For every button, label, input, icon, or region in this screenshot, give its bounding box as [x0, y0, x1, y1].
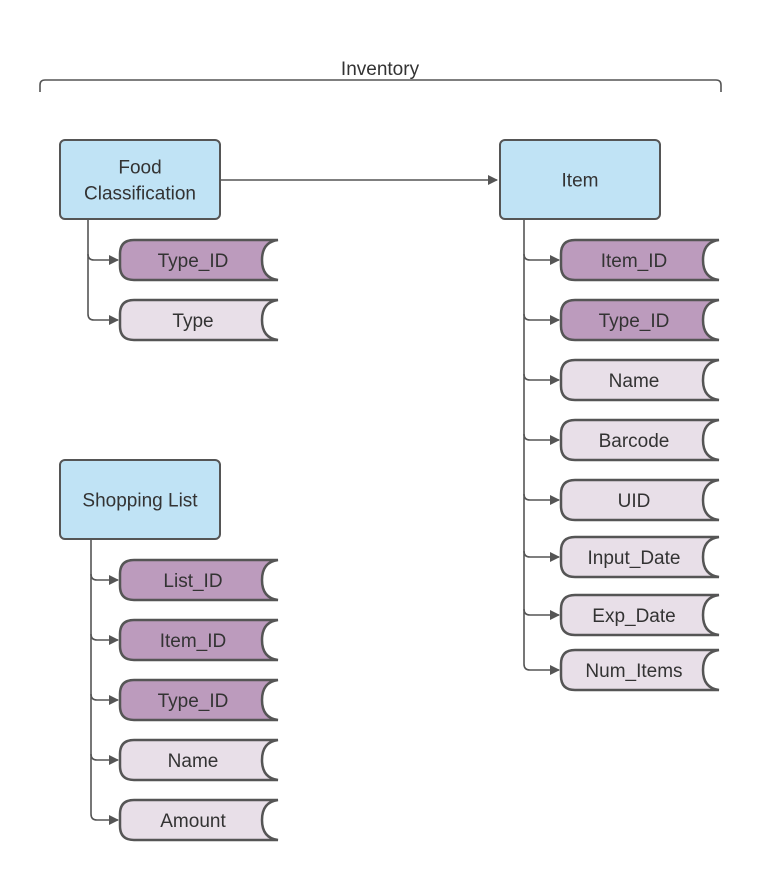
field-connector	[523, 608, 560, 620]
shopping-list-field-label: Type_ID	[158, 691, 229, 712]
shopping-list-field-shape	[118, 618, 279, 662]
item-field-shape	[559, 593, 720, 637]
shopping-list-field-shape	[118, 738, 279, 782]
item-field-shape	[559, 535, 720, 579]
food-classification-field-shape	[118, 238, 279, 282]
item-field-label: Type_ID	[599, 311, 670, 332]
item-field-label: Num_Items	[585, 661, 682, 682]
diagram-title: Inventory	[341, 59, 420, 80]
shopping-list-field-label: List_ID	[163, 571, 222, 592]
field-connector	[90, 693, 119, 705]
shopping-list-field-label: Name	[168, 751, 219, 772]
item-field-shape	[559, 238, 720, 282]
shopping-list-field-label: Item_ID	[160, 631, 227, 652]
field-connector	[90, 753, 119, 765]
field-connector	[90, 813, 119, 825]
food-classification-field-shape	[118, 298, 279, 342]
field-connector	[523, 550, 560, 562]
shopping-list-field-shape	[118, 558, 279, 602]
item-title: Item	[562, 171, 599, 192]
food-classification-title: Classification	[84, 184, 196, 205]
shopping-list-field-shape	[118, 798, 279, 842]
item-field-shape	[559, 418, 720, 462]
shopping-list-box	[59, 459, 221, 540]
field-connector	[523, 253, 560, 265]
shopping-list-field-label: Amount	[160, 811, 226, 832]
field-connector	[90, 633, 119, 645]
item-field-label: Input_Date	[588, 548, 681, 569]
field-connector	[523, 493, 560, 505]
item-field-label: Exp_Date	[592, 606, 675, 627]
item-field-label: Barcode	[599, 431, 670, 452]
field-connector	[87, 313, 119, 325]
item-field-shape	[559, 298, 720, 342]
shopping-list-field-shape	[118, 678, 279, 722]
item-box	[499, 139, 661, 220]
item-field-label: Name	[609, 371, 660, 392]
item-field-shape	[559, 358, 720, 402]
item-field-label: Item_ID	[601, 251, 668, 272]
food-classification-title: Food	[118, 158, 161, 179]
item-field-shape	[559, 478, 720, 522]
field-connector	[523, 663, 560, 675]
shopping-list-title: Shopping List	[82, 491, 198, 512]
food-classification-field-label: Type_ID	[158, 251, 229, 272]
food-classification-field-label: Type	[172, 311, 213, 332]
field-connector	[87, 253, 119, 265]
field-connector	[90, 573, 119, 585]
item-field-shape	[559, 648, 720, 692]
field-connector	[523, 433, 560, 445]
item-field-label: UID	[618, 491, 651, 512]
food-classification-box	[59, 139, 221, 220]
field-connector	[523, 313, 560, 325]
field-connector	[523, 373, 560, 385]
inventory-bracket	[39, 79, 722, 92]
